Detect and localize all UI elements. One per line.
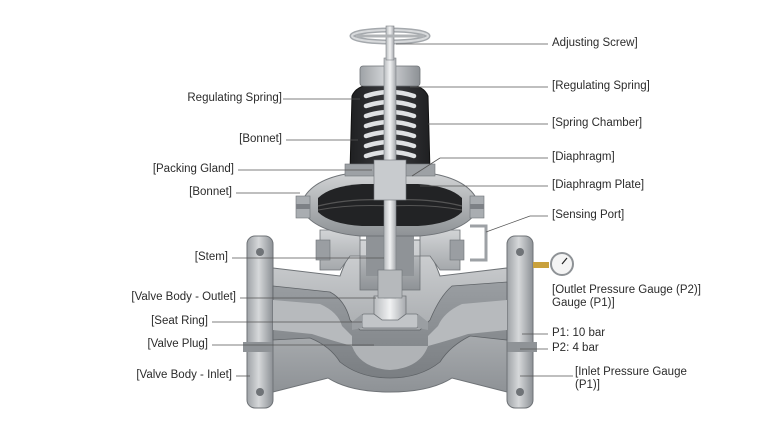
diaphragm-housing [295,171,485,237]
outlet-pressure-gauge [533,252,574,276]
label-diaphragm-plate: [Diaphragm Plate] [552,179,645,191]
handwheel [349,25,431,61]
label-outlet-gauge-line2: Gauge (P1)] [552,297,615,309]
label-sensing-port: [Sensing Port] [552,209,625,221]
label-inlet-gauge-line2: (P1)] [575,379,600,391]
label-seat-ring: [Seat Ring] [151,315,208,327]
valve-plug [373,295,407,321]
label-valve-body-outlet: [Valve Body - Outlet] [131,291,236,303]
label-regulating-spring-right: [Regulating Spring] [552,80,650,92]
label-spring-chamber: [Spring Chamber] [552,117,643,129]
label-p1-value: P1: 10 bar [552,327,606,339]
label-regulating-spring-left: Regulating Spring] [187,92,282,104]
label-adjusting-screw: Adjusting Screw] [552,37,638,49]
leader-lines [212,43,573,377]
label-inlet-gauge-line1: [Inlet Pressure Gauge [575,366,687,378]
label-diaphragm: [Diaphragm] [552,151,615,163]
label-stem: [Stem] [194,251,228,263]
sensing-line [470,224,488,262]
label-valve-plug: [Valve Plug] [147,338,208,350]
label-bonnet-flange: [Bonnet] [189,186,232,198]
label-bonnet-top: [Bonnet] [239,133,282,145]
label-valve-body-inlet: [Valve Body - Inlet] [136,369,232,381]
label-packing-gland: [Packing Gland] [152,163,234,175]
label-outlet-gauge-line1: [Outlet Pressure Gauge (P2)] [552,284,701,296]
outlet-flange [505,235,537,409]
label-p2-value: P2: 4 bar [552,342,599,354]
